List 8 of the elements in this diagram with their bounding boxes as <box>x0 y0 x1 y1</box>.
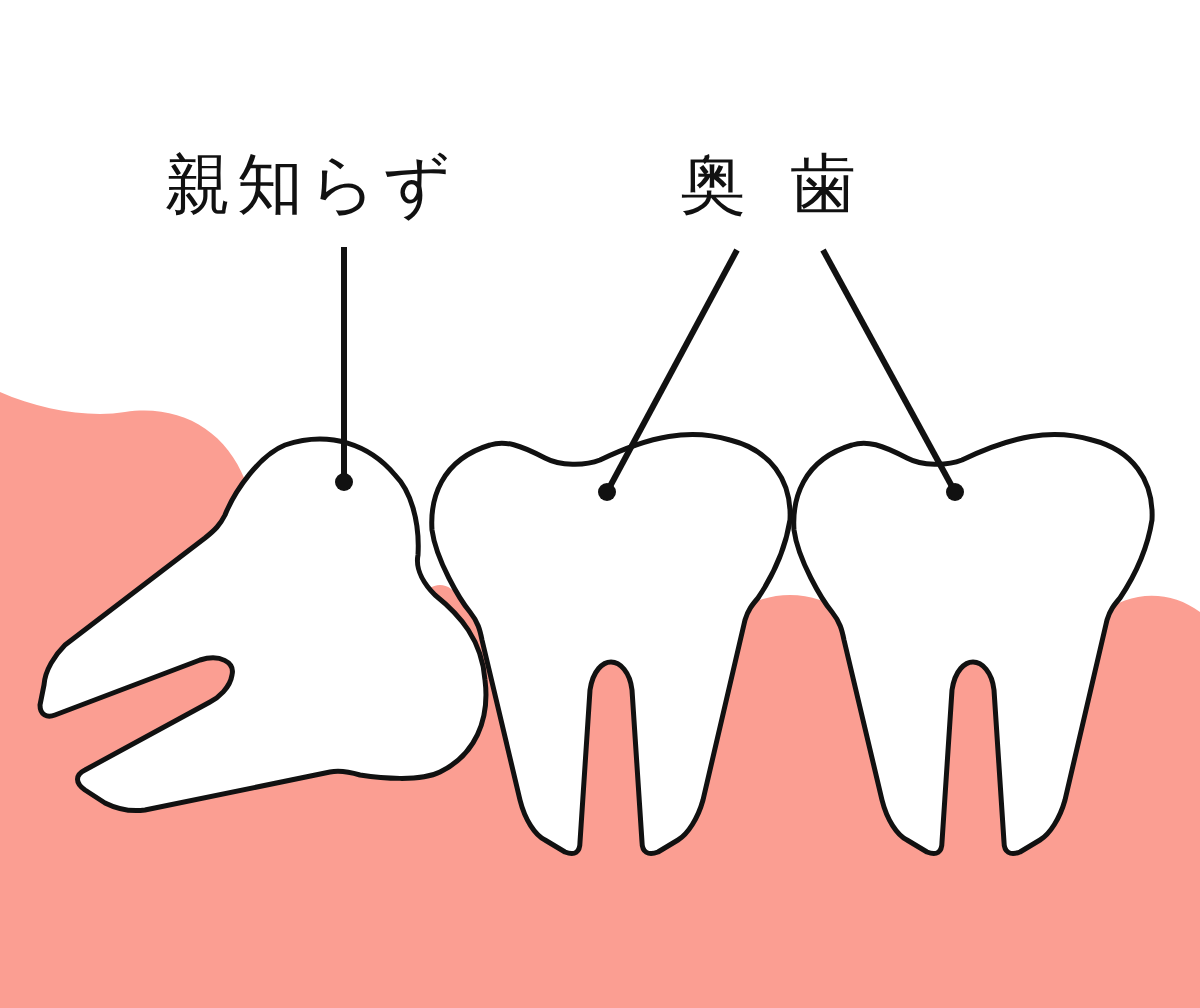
leader-line <box>820 248 964 501</box>
tooth-label: 奥歯 <box>680 145 900 225</box>
molar-drawing <box>429 432 793 857</box>
leader-line <box>335 247 353 491</box>
leader-line <box>598 248 740 501</box>
tooth-label: 親知らず <box>165 145 457 225</box>
molar-drawing <box>791 432 1155 857</box>
wisdom-tooth-drawing <box>37 436 489 813</box>
